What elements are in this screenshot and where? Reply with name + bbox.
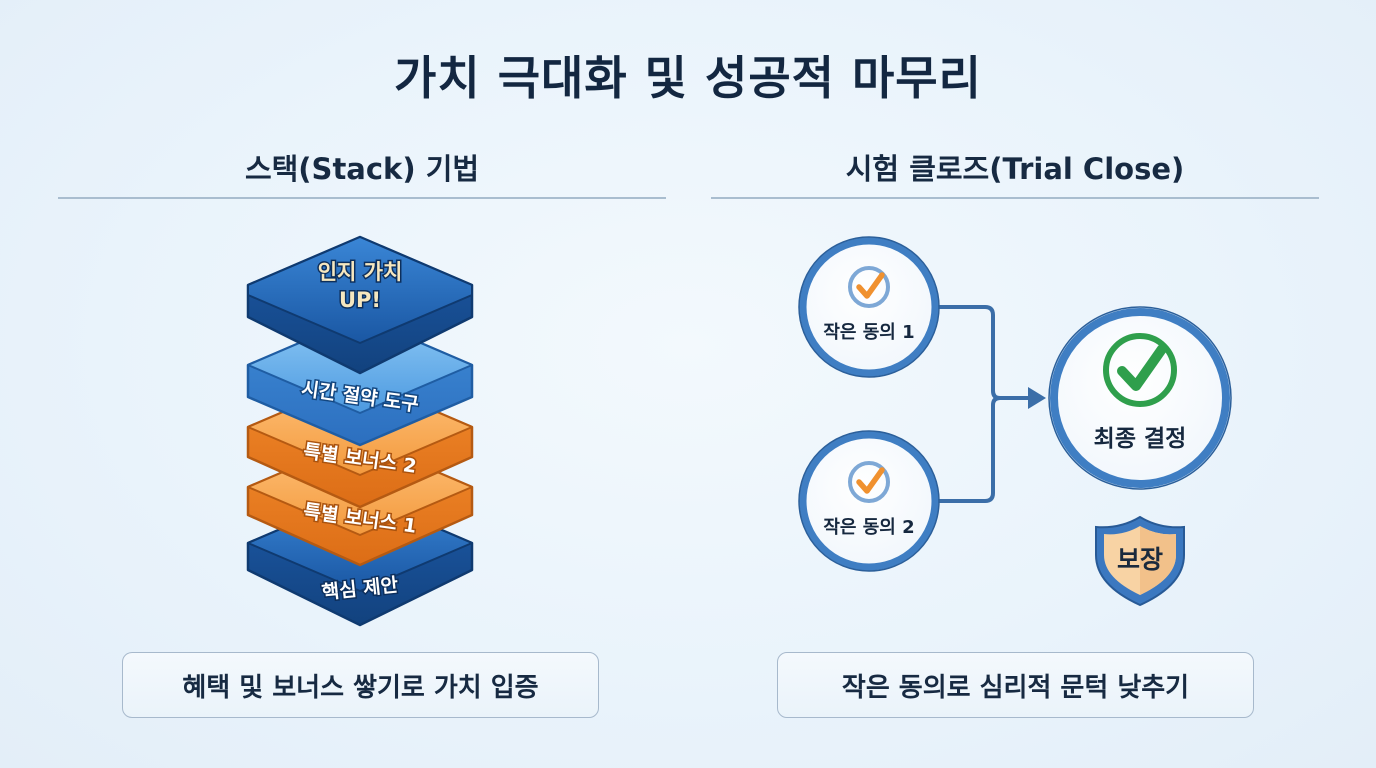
trial-close-diagram: 보장 작은 동의 1 작은 동의 2 최종 결정	[798, 236, 1232, 607]
guarantee-label: 보장	[1117, 545, 1163, 574]
final-decision	[1048, 306, 1232, 490]
stack-heading-divider	[58, 197, 666, 199]
green-check-icon	[1103, 333, 1177, 407]
layer-label-top-line2: UP!	[339, 288, 381, 312]
orange-check-icon	[848, 461, 890, 503]
small-agreement-1	[798, 236, 940, 378]
final-decision-label: 최종 결정	[1094, 426, 1187, 452]
trial-close-heading-divider	[711, 197, 1319, 199]
orange-check-icon	[848, 266, 890, 308]
small-agreement-2-label: 작은 동의 2	[823, 517, 914, 538]
shield-icon	[1095, 515, 1185, 607]
small-agreement-2	[798, 430, 940, 572]
stack-diagram: 인지 가치 UP! 시간 절약 도구 특별 보너스 2 특별 보너스 1 핵심 …	[246, 235, 474, 627]
small-agreement-1-label: 작은 동의 1	[823, 322, 914, 343]
stack-caption: 혜택 및 보너스 쌓기로 가치 입증	[122, 652, 599, 718]
layer-label-top: 인지 가치	[318, 260, 403, 284]
stack-section-heading: 스택(Stack) 기법	[244, 152, 480, 186]
trial-close-caption: 작은 동의로 심리적 문턱 낮추기	[777, 652, 1254, 718]
arrow-icon	[1028, 387, 1046, 409]
trial-close-section-heading: 시험 클로즈(Trial Close)	[845, 152, 1185, 186]
connector-line	[937, 305, 1002, 503]
stack-layer-perceived-value	[246, 235, 474, 375]
page-title: 가치 극대화 및 성공적 마무리	[394, 51, 982, 105]
